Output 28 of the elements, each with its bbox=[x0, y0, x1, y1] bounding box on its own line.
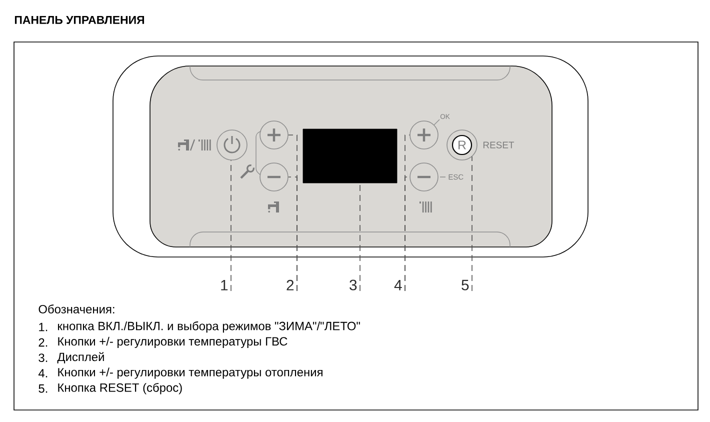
callout-number: 2 bbox=[286, 280, 294, 290]
list-item: кнопка ВКЛ./ВЫКЛ. и выбора режимов "ЗИМА"/"ЛЕТО" bbox=[58, 321, 360, 333]
minus-button bbox=[410, 162, 438, 192]
callout-number: 1 bbox=[221, 280, 228, 290]
plus-button bbox=[260, 120, 288, 150]
leader-line bbox=[288, 176, 298, 292]
list-number: 5. bbox=[38, 384, 48, 393]
callout-number: 5 bbox=[462, 280, 469, 290]
callout-number: 4 bbox=[394, 280, 402, 290]
leader-line bbox=[230, 160, 232, 292]
power-button bbox=[216, 130, 248, 160]
list-number: 3. bbox=[38, 354, 48, 362]
list-item: Кнопки +/- регулировки температуры отопления bbox=[58, 368, 322, 379]
list-heading: Обозначения: bbox=[38, 304, 114, 314]
plus-button bbox=[410, 120, 438, 150]
reset-button: R bbox=[446, 130, 478, 160]
list-item: Кнопка RESET (сброс) bbox=[58, 382, 182, 394]
minus-button bbox=[260, 162, 288, 192]
display-screen bbox=[302, 128, 398, 184]
list-number: 4. bbox=[38, 369, 48, 378]
leader-line bbox=[404, 176, 410, 292]
list-item: Кнопки +/- регулировки температуры ГВС bbox=[58, 336, 288, 348]
title: ПАНЕЛЬ УПРАВЛЕНИЯ bbox=[14, 16, 144, 24]
list-item: Дисплей bbox=[57, 352, 104, 364]
button-label: RESET bbox=[483, 142, 514, 148]
callout-number: 3 bbox=[350, 280, 357, 290]
list-number: 2. bbox=[38, 338, 48, 347]
list-number: 1. bbox=[39, 322, 48, 332]
